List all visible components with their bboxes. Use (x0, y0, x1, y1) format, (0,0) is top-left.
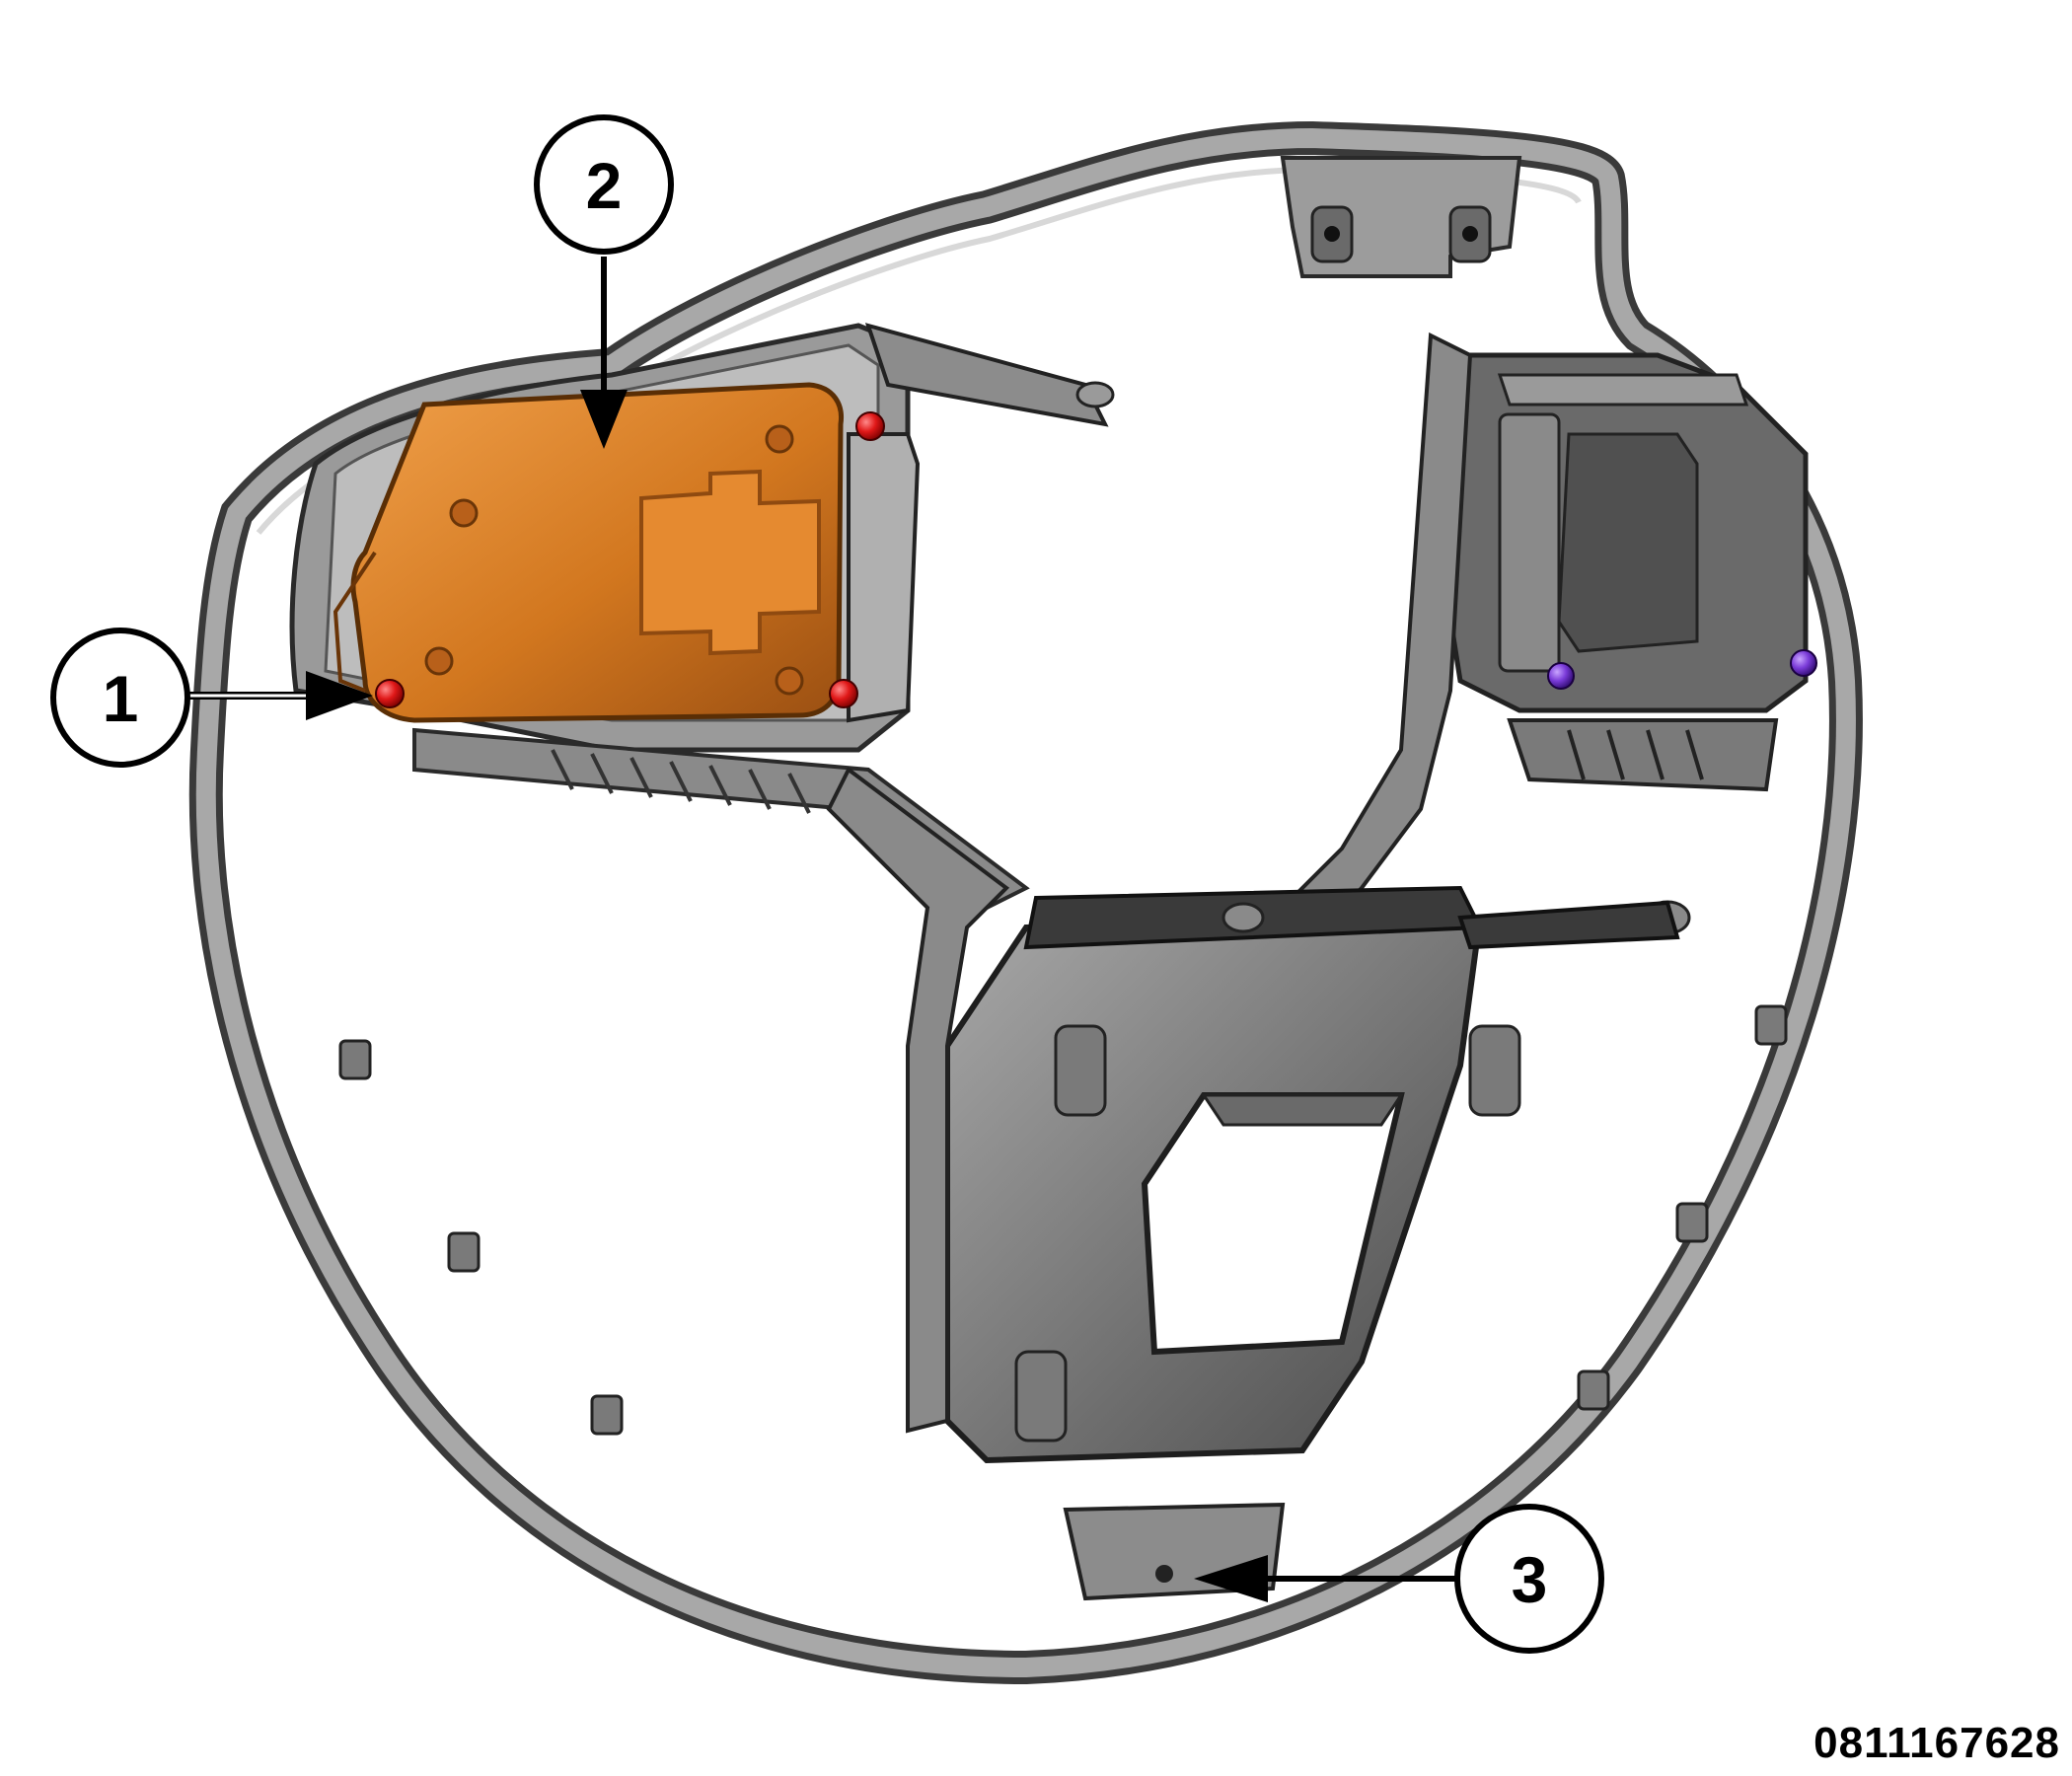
callout-1: 1 (50, 628, 373, 768)
callout-3-label: 3 (1512, 1543, 1548, 1616)
figure-id: 0811167628 (1813, 1719, 2060, 1767)
purple-screw-left (1547, 662, 1575, 690)
right-spoke (1280, 332, 1473, 940)
center-hub (944, 885, 1691, 1601)
red-screws (375, 411, 885, 708)
switch-module (333, 382, 845, 723)
screw-1 (375, 679, 405, 708)
left-lower-spoke (826, 766, 1010, 1434)
callout-1-label: 1 (103, 662, 139, 735)
screw-bottom (829, 679, 858, 708)
screw-top (855, 411, 885, 441)
callout-2: 2 (534, 114, 674, 449)
module-side-bracket (847, 323, 1115, 723)
right-switch-housing (1428, 352, 1817, 792)
rim-clips (338, 1004, 1788, 1436)
callout-2-label: 2 (586, 149, 623, 222)
callout-3: 3 (1194, 1504, 1604, 1654)
purple-screw-right (1790, 649, 1817, 677)
top-mounting-bracket (1280, 156, 1522, 278)
